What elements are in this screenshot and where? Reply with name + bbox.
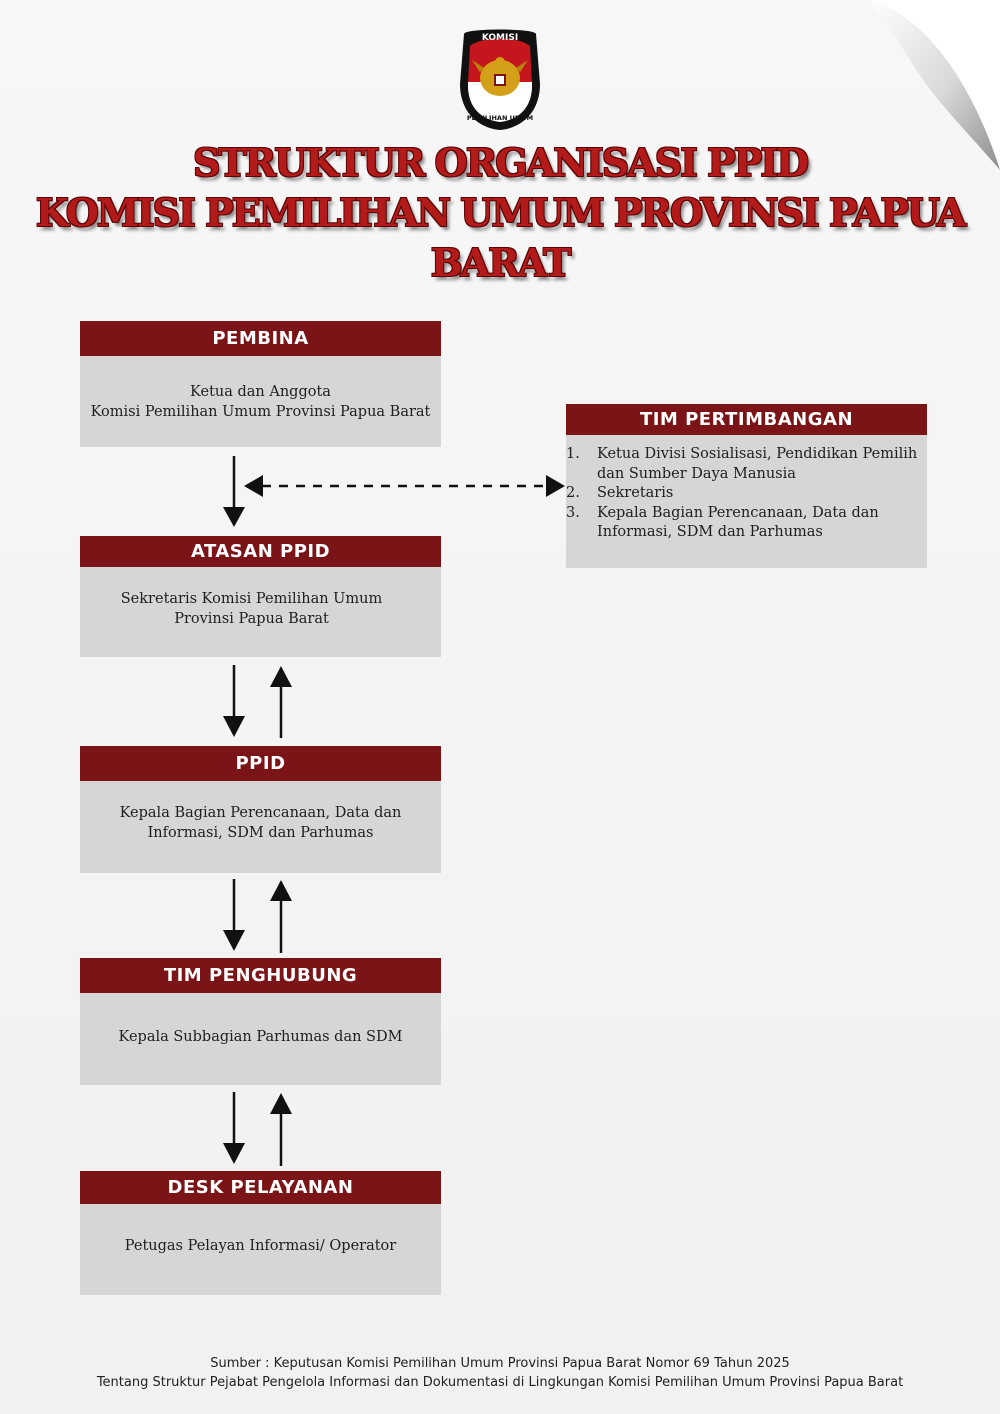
tim-pertimbangan-list: 1. Ketua Divisi Sosialisasi, Pendidikan … bbox=[566, 435, 927, 543]
pembina-heading: PEMBINA bbox=[80, 321, 441, 356]
desk-pelayanan-heading: DESK PELAYANAN bbox=[80, 1171, 441, 1204]
logo-text-top: KOMISI bbox=[482, 33, 518, 43]
tim-penghubung-body: Kepala Subbagian Parhumas dan SDM bbox=[80, 993, 441, 1085]
tim-pertimbangan-item: 1. Ketua Divisi Sosialisasi, Pendidikan … bbox=[566, 445, 927, 484]
tim-penghubung-box: TIM PENGHUBUNG Kepala Subbagian Parhumas… bbox=[80, 958, 441, 1085]
atasan-ppid-line: Provinsi Papua Barat bbox=[174, 611, 329, 627]
pembina-line: Ketua dan Anggota bbox=[190, 383, 331, 400]
pembina-body: Ketua dan Anggota Komisi Pemilihan Umum … bbox=[80, 356, 441, 447]
page-title-line1: STRUKTUR ORGANISASI PPID bbox=[192, 140, 809, 185]
desk-pelayanan-box: DESK PELAYANAN Petugas Pelayan Informasi… bbox=[80, 1171, 441, 1295]
garuda-emblem-icon bbox=[472, 57, 528, 96]
list-number: 1. bbox=[566, 446, 580, 462]
arrow-ppid-penghubung bbox=[223, 879, 292, 953]
arrow-dashed-tim-pertimbangan bbox=[244, 475, 565, 497]
tim-penghubung-heading: TIM PENGHUBUNG bbox=[80, 958, 441, 993]
desk-pelayanan-body: Petugas Pelayan Informasi/ Operator bbox=[80, 1204, 441, 1295]
atasan-ppid-heading: ATASAN PPID bbox=[80, 536, 441, 567]
arrow-atasan-ppid bbox=[223, 665, 292, 738]
footer-source-line1: Sumber : Keputusan Komisi Pemilihan Umum… bbox=[210, 1356, 790, 1371]
tim-pertimbangan-item: 3. Kepala Bagian Perencanaan, Data dan I… bbox=[566, 504, 927, 543]
list-number: 2. bbox=[566, 485, 580, 501]
atasan-ppid-box: ATASAN PPID Sekretaris Komisi Pemilihan … bbox=[80, 536, 441, 657]
tim-penghubung-line: Kepala Subbagian Parhumas dan SDM bbox=[118, 1029, 403, 1045]
atasan-ppid-line: Sekretaris Komisi Pemilihan Umum bbox=[120, 591, 383, 607]
list-text: Kepala Bagian Perencanaan, Data dan Info… bbox=[597, 504, 879, 541]
tim-pertimbangan-item: 2. Sekretaris bbox=[566, 484, 927, 504]
ppid-line: Informasi, SDM dan Parhumas bbox=[147, 825, 374, 841]
ppid-box: PPID Kepala Bagian Perencanaan, Data dan… bbox=[80, 746, 441, 873]
list-number: 3. bbox=[566, 504, 580, 521]
tim-pertimbangan-body: 1. Ketua Divisi Sosialisasi, Pendidikan … bbox=[566, 435, 927, 568]
list-text: Ketua Divisi Sosialisasi, Pendidikan Pem… bbox=[597, 446, 918, 482]
ppid-body: Kepala Bagian Perencanaan, Data dan Info… bbox=[80, 781, 441, 873]
pembina-box: PEMBINA Ketua dan Anggota Komisi Pemilih… bbox=[80, 321, 441, 447]
tim-pertimbangan-box: TIM PERTIMBANGAN 1. Ketua Divisi Sosiali… bbox=[566, 404, 927, 568]
tim-pertimbangan-heading: TIM PERTIMBANGAN bbox=[566, 404, 927, 435]
atasan-ppid-body: Sekretaris Komisi Pemilihan Umum Provins… bbox=[80, 567, 441, 657]
arrow-pembina-to-atasan bbox=[223, 456, 245, 527]
footer-source-line2: Tentang Struktur Pejabat Pengelola Infor… bbox=[96, 1375, 904, 1390]
arrow-penghubung-desk bbox=[223, 1092, 292, 1166]
ppid-heading: PPID bbox=[80, 746, 441, 781]
list-text: Sekretaris bbox=[597, 485, 674, 501]
page-title-line2: KOMISI PEMILIHAN UMUM PROVINSI PAPUA BAR… bbox=[35, 190, 967, 285]
logo-text-bottom: PEMILIHAN UMUM bbox=[467, 114, 533, 122]
page-curl-decoration bbox=[870, 0, 1000, 170]
kpu-logo: KOMISI PEMILIHAN UMUM bbox=[460, 29, 540, 130]
desk-pelayanan-line: Petugas Pelayan Informasi/ Operator bbox=[124, 1237, 397, 1254]
pembina-line: Komisi Pemilihan Umum Provinsi Papua Bar… bbox=[90, 403, 431, 420]
ppid-line: Kepala Bagian Perencanaan, Data dan bbox=[119, 805, 402, 821]
